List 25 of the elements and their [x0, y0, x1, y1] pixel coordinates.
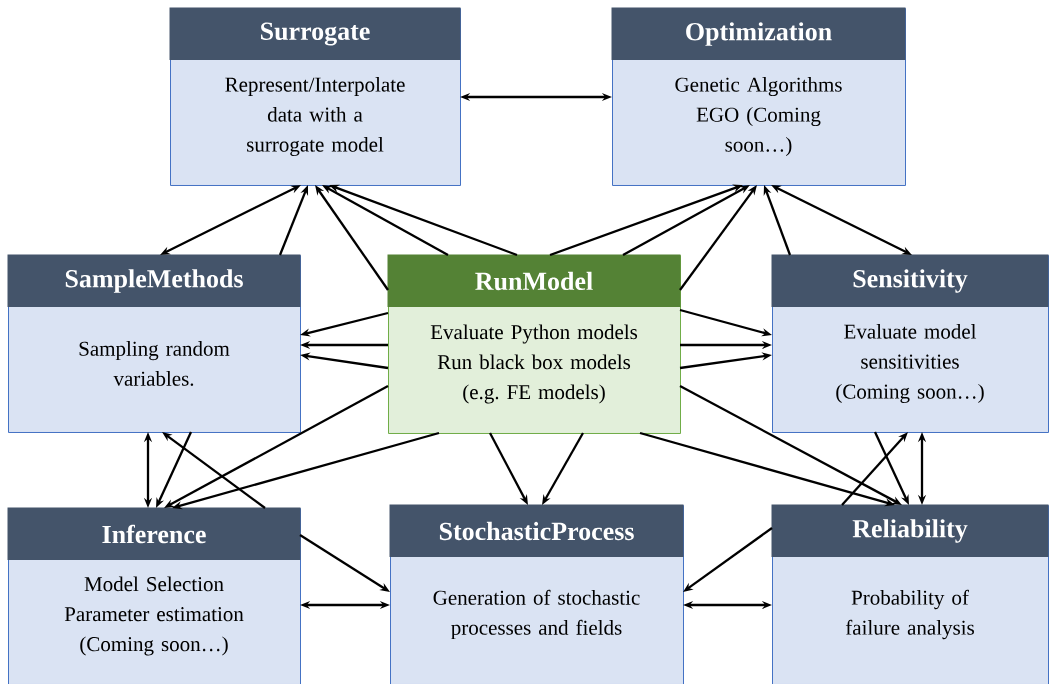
module-description: Model Selection Parameter estimation (Coming soon…): [64, 576, 244, 656]
module-box: [771, 504, 1049, 684]
module-title: Optimization: [686, 22, 832, 46]
module-title: RunModel: [475, 271, 593, 291]
module-description: Evaluate model sensitivities (Coming soon…): [836, 323, 984, 404]
module-box: [611, 7, 906, 186]
module-description: Generation of stochastic processes and fields: [433, 589, 640, 640]
module-box: [389, 504, 684, 684]
module-description: Probability of failure analysis: [845, 589, 974, 640]
module-box: [7, 254, 301, 433]
module-title: SampleMethods: [65, 269, 243, 293]
module-description: Represent/Interpolate data with a surrogate model: [225, 76, 405, 157]
module-title: Inference: [102, 524, 206, 544]
arrow: [841, 432, 908, 506]
module-box: [169, 7, 461, 186]
module-description: Evaluate Python models Run black box models (e.g. FE models): [430, 324, 638, 404]
module-description: Sampling random variables.: [79, 341, 230, 386]
module-title: Surrogate: [261, 22, 370, 46]
module-description: Genetic Algorithms EGO (Coming soon…): [675, 76, 842, 156]
module-box: [7, 507, 301, 684]
module-title: Reliability: [852, 519, 968, 543]
module-box: [387, 254, 681, 434]
module-title: StochasticProcess: [439, 521, 634, 541]
module-box: [771, 254, 1049, 433]
module-title: Sensitivity: [853, 269, 968, 293]
